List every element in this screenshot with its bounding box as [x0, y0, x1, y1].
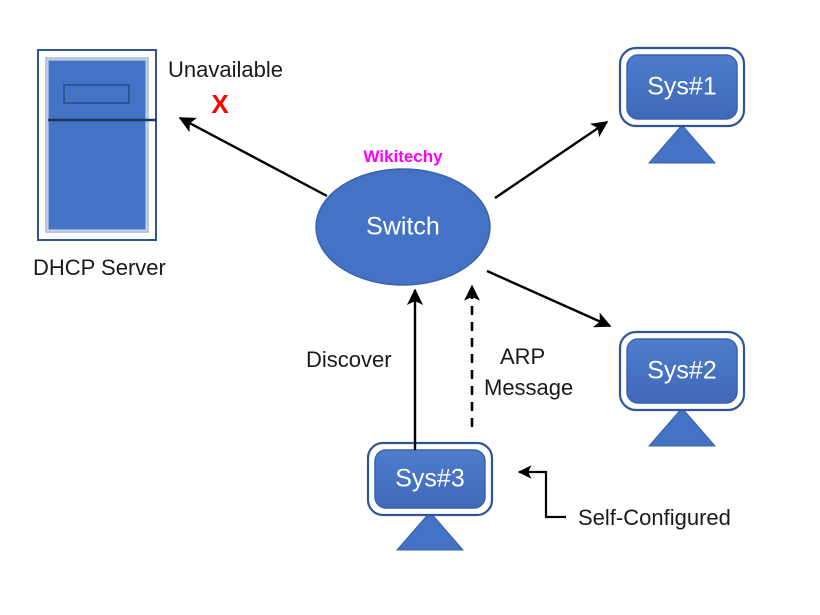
node-sys2[interactable]: Sys#2	[618, 330, 746, 447]
sys3-monitor-screen	[374, 449, 486, 509]
x-mark-icon: X	[211, 89, 229, 119]
edge-switch-to-sys1[interactable]	[494, 121, 609, 199]
edge-self-configured-callout[interactable]	[517, 465, 566, 519]
node-switch[interactable]: Switch	[315, 168, 491, 286]
dhcp-server-label: DHCP Server	[33, 255, 166, 280]
sys2-label: Sys#2	[647, 357, 716, 385]
sys1-monitor-screen	[626, 54, 738, 120]
arp-message-label-line1: ARP	[500, 344, 545, 369]
discover-label: Discover	[306, 347, 392, 372]
sys2-stand-triangle-icon	[647, 407, 717, 447]
edge-switch-to-dhcp[interactable]	[178, 116, 328, 198]
edge-switch-to-sys2[interactable]	[486, 269, 612, 328]
switch-label: Switch	[366, 213, 440, 241]
self-configured-label: Self-Configured	[578, 505, 731, 530]
sys3-label: Sys#3	[395, 465, 464, 493]
unavailable-label: Unavailable	[168, 57, 283, 82]
node-sys1[interactable]: Sys#1	[618, 46, 746, 164]
sys1-label: Sys#1	[647, 73, 716, 101]
switch-ellipse-shape	[315, 168, 491, 286]
arp-message-label-line2: Message	[484, 375, 573, 400]
sys1-stand-triangle-icon	[647, 124, 717, 164]
node-dhcp-server[interactable]	[37, 49, 157, 241]
wikitechy-watermark: Wikitechy	[363, 147, 443, 166]
sys3-stand-triangle-icon	[395, 511, 465, 551]
server-drive-slot-icon	[63, 84, 130, 104]
node-sys3[interactable]: Sys#3	[366, 441, 494, 551]
sys2-monitor-screen	[626, 338, 738, 404]
